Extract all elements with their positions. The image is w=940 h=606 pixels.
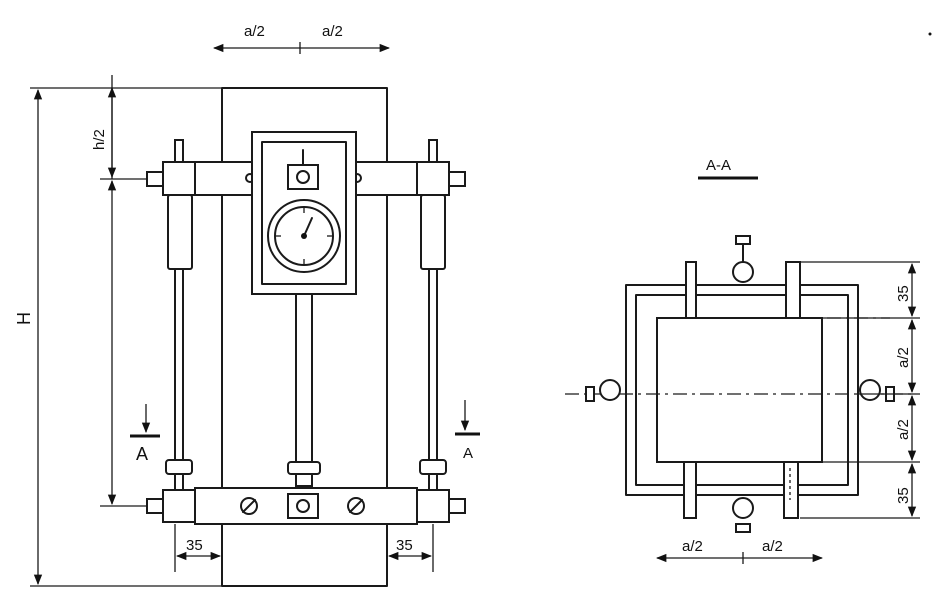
specimen-block	[221, 87, 388, 587]
bottom-dimension-left: 35	[174, 524, 223, 572]
screw-icon	[732, 497, 754, 533]
bottom-dimension-right: 35	[386, 524, 434, 572]
section-right-dimensions: 35 a/2 a/2 35	[800, 261, 920, 519]
section-specimen	[656, 317, 823, 463]
screw-icon	[347, 497, 365, 515]
left-vertical-rod	[146, 139, 196, 521]
svg-text:a/2: a/2	[895, 419, 912, 440]
height-dimension: H	[14, 87, 222, 587]
half-height-dimension: h/2	[91, 75, 150, 507]
svg-text:a/2: a/2	[895, 347, 912, 368]
svg-text:35: 35	[186, 537, 203, 554]
section-mark-right: A	[455, 400, 480, 462]
section-title: A-A	[706, 157, 731, 174]
top-dimension: a/2 a/2	[212, 23, 391, 54]
section-mark-left: A	[130, 404, 160, 464]
svg-text:a/2: a/2	[762, 538, 783, 555]
front-view: a/2 a/2 H h/2	[14, 23, 480, 587]
central-measuring-rod	[295, 293, 313, 487]
screw-icon	[240, 497, 258, 515]
top-dim-left-label: a/2	[244, 23, 265, 40]
svg-text:35: 35	[895, 487, 912, 504]
screw-icon	[585, 379, 621, 402]
screw-icon	[732, 235, 754, 283]
gauge-frame-inner	[261, 141, 347, 285]
svg-text:A: A	[136, 444, 148, 464]
svg-text:35: 35	[396, 537, 413, 554]
section-outer-frame	[625, 284, 859, 496]
svg-text:A: A	[463, 445, 473, 462]
section-bottom-dimension: a/2 a/2	[655, 538, 824, 564]
svg-text:35: 35	[895, 285, 912, 302]
screw-icon	[859, 379, 895, 402]
dial-gauge-icon	[267, 199, 341, 273]
section-view: A-A	[565, 32, 932, 564]
right-vertical-rod	[416, 139, 466, 521]
svg-text:a/2: a/2	[682, 538, 703, 555]
top-dim-right-label: a/2	[322, 23, 343, 40]
half-height-label: h/2	[91, 129, 108, 150]
height-label: H	[14, 312, 34, 325]
gauge-clamp	[287, 164, 319, 190]
